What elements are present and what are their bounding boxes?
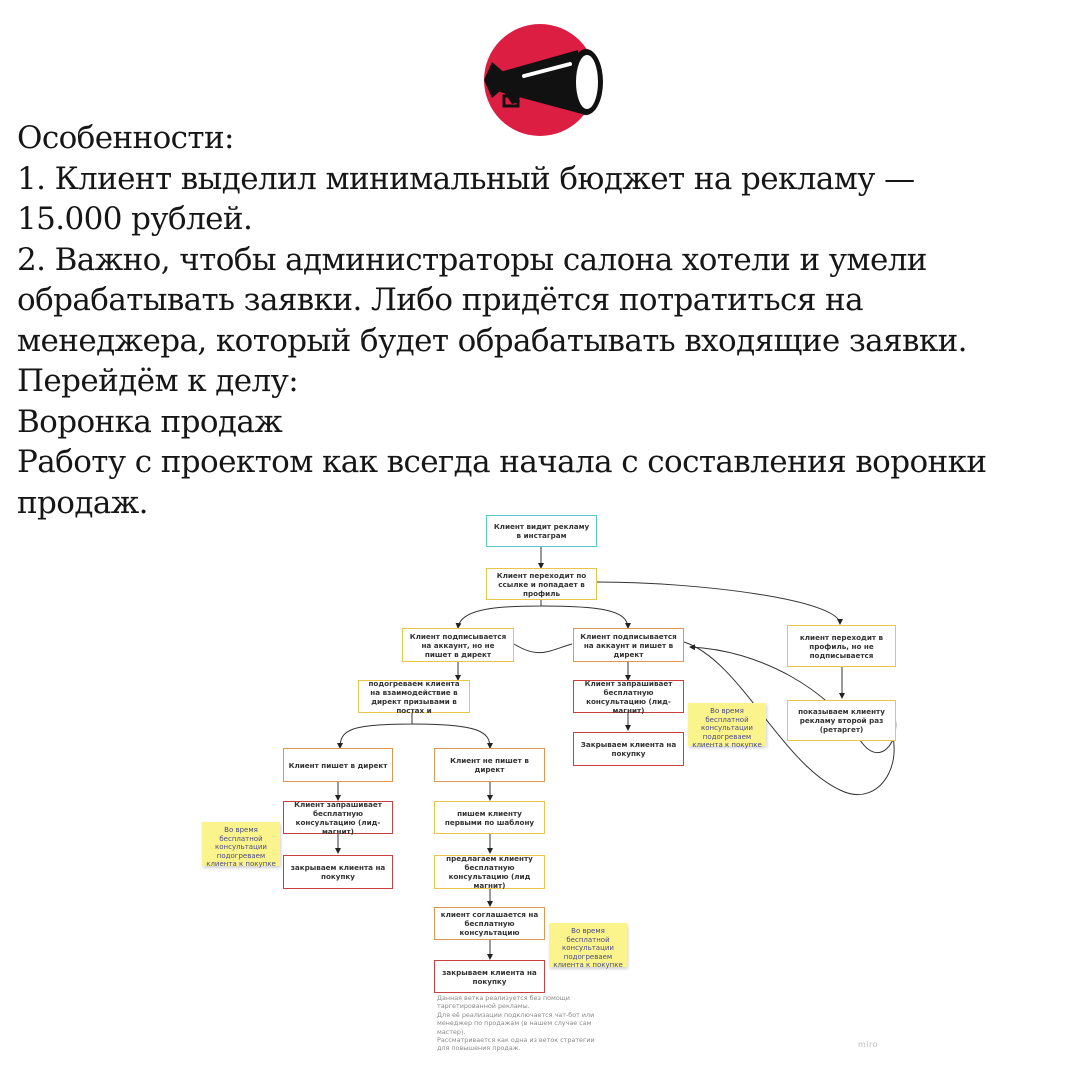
connector — [513, 643, 573, 654]
sticky-note-consultation: Во время бесплатной консультации подогре… — [202, 822, 280, 868]
funnel-step-close-sale-3: закрываем клиента на покупку — [434, 960, 545, 993]
text-line: 15.000 рублей. — [17, 201, 253, 237]
text-line: Перейдём к делу: — [17, 363, 299, 399]
sticky-note-consultation: Во время бесплатной консультации подогре… — [688, 703, 766, 749]
funnel-step-requests-consultation-2: Клиент запрашивает бесплатную консультац… — [283, 800, 393, 836]
text-line: 2. Важно, чтобы администраторы салона хо… — [17, 241, 927, 278]
funnel-step-does-not-write-dm: Клиент не пишет в директ — [434, 748, 545, 782]
funnel-step-goes-to-profile: Клиент переходит по ссылке и попадает в … — [486, 568, 597, 600]
connector — [455, 600, 542, 629]
note-line: мастер). — [437, 1027, 466, 1036]
sticky-note-consultation: Во время бесплатной консультации подогре… — [549, 923, 627, 969]
note-line: менеджер по продажам (в нашем случае сам — [437, 1019, 592, 1028]
funnel-step-agrees-consultation: клиент соглашается на бесплатную консуль… — [434, 907, 545, 940]
connector — [411, 723, 493, 749]
connector — [683, 641, 895, 796]
connector — [337, 712, 413, 749]
funnel-step-warm-up: подогреваем клиента на взаимодействие в … — [358, 679, 470, 715]
funnel-step-close-sale-2: закрываем клиента на покупку — [283, 855, 393, 889]
branch-note: Данная ветка реализуется без помощи тарг… — [437, 994, 617, 1053]
text-line: обрабатывать заявки. Либо придётся потра… — [17, 282, 864, 318]
miro-watermark: miro — [858, 1040, 879, 1049]
funnel-step-offer-consultation: предлагаем клиенту бесплатную консультац… — [434, 854, 545, 890]
funnel-step-subscribes-and-dm: Клиент подписывается на аккаунт и пишет … — [573, 628, 684, 662]
connector — [595, 581, 843, 625]
megaphone-logo — [478, 22, 608, 140]
note-line: Данная ветка реализуется без помощи — [437, 994, 570, 1002]
funnel-step-close-sale: Закрываем клиента на покупку — [573, 732, 684, 766]
sales-funnel-diagram: Клиент видит рекламу в инстаграм Клиент … — [0, 500, 1080, 1080]
text-line: продаж. — [17, 484, 149, 521]
megaphone-icon — [484, 24, 603, 136]
text-line: 1. Клиент выделил минимальный бюджет на … — [17, 160, 915, 197]
funnel-step-sees-ad: Клиент видит рекламу в инстаграм — [486, 515, 597, 547]
funnel-step-retarget: показываем клиенту рекламу второй раз (р… — [787, 700, 896, 741]
funnel-step-no-subscribe: клиент переходит в профиль, но не подпис… — [787, 625, 896, 667]
text-line: Воронка продаж — [17, 403, 283, 440]
note-line: Рассматривается как одна из веток страте… — [437, 1036, 595, 1045]
body-text: Особенности: 1. Клиент выделил минимальн… — [17, 118, 1067, 523]
note-line: для повышения продаж. — [437, 1044, 521, 1053]
text-line: Работу с проектом как всегда начала с со… — [17, 444, 987, 480]
text-line: менеджера, который будет обрабатывать вх… — [17, 322, 968, 359]
funnel-step-writes-dm: Клиент пишет в директ — [283, 748, 393, 782]
note-line: Для её реализации подключается чат-бот и… — [437, 1010, 595, 1019]
funnel-step-subscribes-no-dm: Клиент подписывается на аккаунт, но не п… — [402, 628, 514, 662]
note-line: таргетированной рекламы. — [437, 1002, 530, 1011]
funnel-step-requests-consultation: Клиент запрашивает бесплатную консультац… — [573, 679, 684, 715]
funnel-step-write-first: пишем клиенту первыми по шаблону — [434, 801, 545, 834]
text-line: Особенности: — [17, 120, 234, 156]
connector — [540, 605, 631, 629]
